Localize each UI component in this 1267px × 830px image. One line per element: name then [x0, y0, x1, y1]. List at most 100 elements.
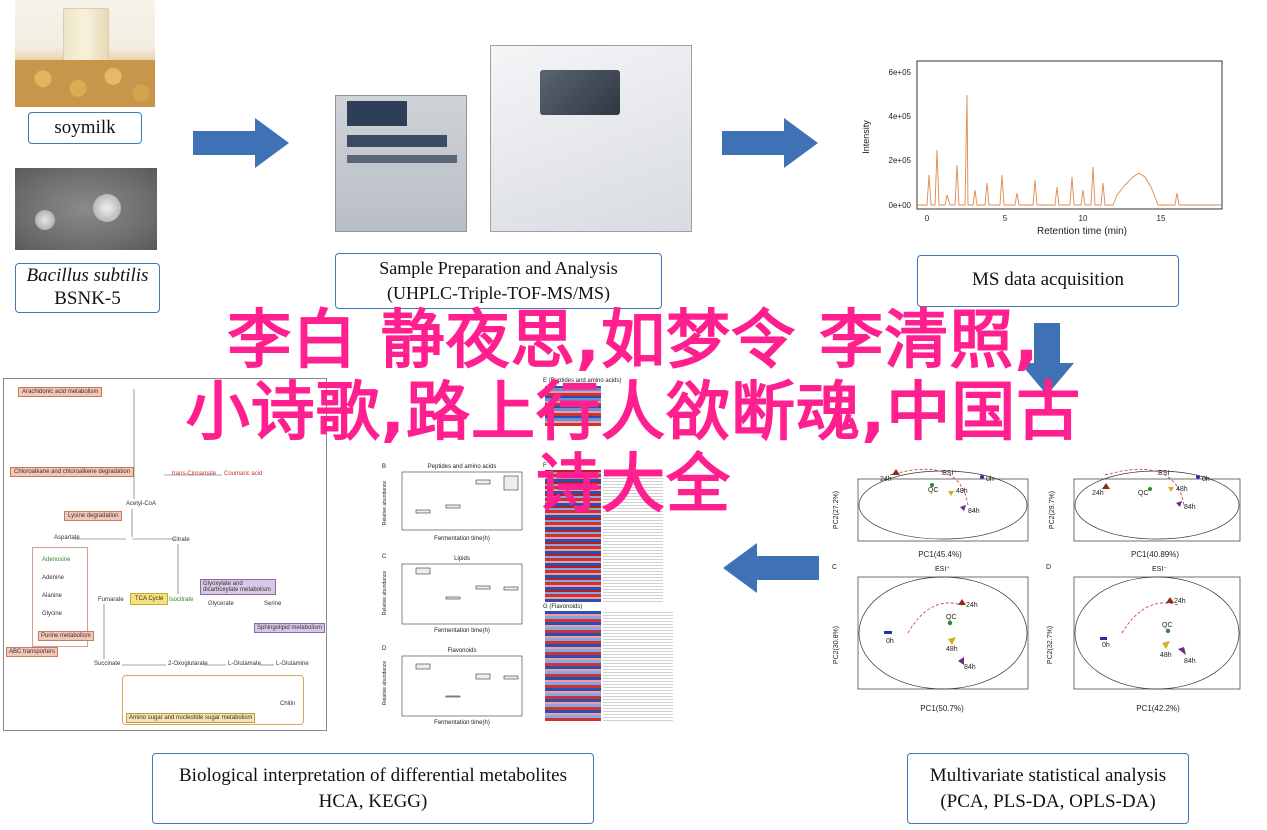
- sample-prep-line1: Sample Preparation and Analysis: [379, 258, 618, 278]
- multivariate-analysis-line2: (PCA, PLS-DA, OPLS-DA): [940, 791, 1156, 812]
- ms-xtick-2: 10: [1079, 214, 1088, 223]
- heatmap-g-title: G (Flavonoids): [543, 604, 583, 610]
- box-d4: [503, 675, 519, 680]
- ms-acquisition-box: MS data acquisition: [917, 255, 1179, 307]
- ms-ytick-0: 0e+00: [889, 201, 912, 210]
- pathway-cinnamate: trans-Cinnamate: [172, 471, 217, 477]
- pca-panels: ESI⁺ PC1(45.4%) PC2(27.2%) ESI⁻ PC1(40.8…: [832, 468, 1241, 713]
- arrow-right-2: [722, 118, 818, 168]
- pathway-aspartate: Aspartate: [54, 535, 80, 541]
- ms-window: [540, 70, 620, 115]
- pca-a-pt-24h: 24h: [880, 476, 892, 483]
- box-d3: [475, 673, 491, 680]
- box-b3: [475, 479, 491, 485]
- pathway-alanine: Alanine: [42, 593, 63, 599]
- boxplot-c-ylabel: Relative abundance: [382, 571, 388, 615]
- heatmap-f-labels: [603, 470, 663, 602]
- pca-b-pt-48h: 48h: [1176, 486, 1188, 493]
- pathway-lysine: Lysine degradation: [64, 511, 123, 521]
- pca-a-xlabel: PC1(45.4%): [918, 550, 962, 559]
- ms-xtick-0: 0: [925, 214, 930, 223]
- box-c4: [503, 586, 519, 591]
- pathway-serine: Serine: [264, 601, 282, 607]
- pca-a-pt-qc: QC: [928, 487, 939, 494]
- box-b4: [503, 475, 519, 491]
- pca-a-pt-48h: 48h: [956, 488, 968, 495]
- heatmap-e-title: E (Peptides and amino acids): [543, 378, 622, 384]
- pca-c-pt-0h: 0h: [886, 638, 894, 645]
- pca-c-pt-24h: 24h: [966, 602, 978, 609]
- boxplot-b-letter: B: [382, 464, 386, 470]
- multivariate-analysis-line1: Multivariate statistical analysis: [929, 765, 1167, 786]
- heatmap-f-letter: F: [543, 463, 547, 469]
- pca-b-ylabel: PC2(29.7%): [1049, 491, 1056, 529]
- pca-b-title: ESI⁻: [1158, 470, 1173, 477]
- pathway-oxoglutarate: 2-Oxoglutarate: [168, 661, 208, 667]
- pathway-map: Arachidonic acid metabolism Chloroalkane…: [3, 378, 327, 731]
- pathway-isocitrate: Isocitrate: [169, 597, 194, 603]
- pca-a-ylabel: PC2(27.2%): [833, 491, 840, 529]
- sample-prep-line2: (UHPLC-Triple-TOF-MS/MS): [386, 283, 611, 303]
- box-d1: [415, 663, 431, 670]
- pca-b-pt-84h: 84h: [1184, 504, 1196, 511]
- pca-d-pt-qc: QC: [1162, 622, 1173, 629]
- pca-c-xlabel: PC1(50.7%): [920, 704, 964, 713]
- soybeans-shape: [15, 60, 155, 107]
- pca-a-pt-84h: 84h: [968, 508, 980, 515]
- ms-ytick-1: 2e+05: [889, 156, 912, 165]
- pca-c-letter: C: [832, 564, 837, 571]
- ms-ytick-2: 4e+05: [889, 112, 912, 121]
- box-c3: [475, 585, 491, 590]
- pathway-glutamine: L-Glutamine: [276, 661, 309, 667]
- pathway-chloroalkane: Chloroalkane and chloroalkene degradatio…: [10, 467, 135, 477]
- biological-interpretation-line2: HCA, KEGG): [318, 791, 428, 812]
- pathway-adenine: Adenine: [42, 575, 65, 581]
- ms-ylabel: Intensity: [861, 120, 871, 154]
- pca-d-pt-0h: 0h: [1102, 642, 1110, 649]
- pca-d-letter: D: [1046, 564, 1051, 571]
- box-b1: [415, 509, 431, 514]
- colony-2: [93, 194, 121, 222]
- pathway-abc: ABC transporters: [6, 647, 59, 657]
- pca-c-pt-48h: 48h: [946, 646, 958, 653]
- pathway-glycine: Glycine: [42, 611, 63, 617]
- heatmap-g: [545, 611, 601, 721]
- ms-ytick-3: 6e+05: [889, 68, 912, 77]
- pathway-chitin: Chitin: [280, 701, 296, 707]
- pca-c-title: ESI⁺: [935, 566, 950, 573]
- multivariate-analysis-box: Multivariate statistical analysis (PCA, …: [907, 753, 1189, 824]
- heatmap-g-labels: [603, 611, 673, 721]
- pca-d-pt-24h: 24h: [1174, 598, 1186, 605]
- boxplot-d-letter: D: [382, 646, 387, 652]
- pca-c-ylabel: PC2(30.8%): [833, 626, 840, 664]
- ms-xlabel: Retention time (min): [1037, 226, 1127, 237]
- hplc-panel-2: [347, 135, 447, 147]
- box-b2: [445, 504, 461, 509]
- boxplot-b-title: Peptides and amino acids: [428, 464, 497, 470]
- uhplc-instrument-picture: [325, 35, 700, 235]
- pathway-amino-sugar: Amino sugar and nucleotide sugar metabol…: [126, 713, 256, 723]
- pca-b-pt-24h: 24h: [1092, 490, 1104, 497]
- pca-b-xlabel: PC1(40.89%): [1131, 550, 1179, 559]
- boxplot-c-xlabel: Fermentation time(h): [434, 628, 490, 634]
- arrow-right-1: [193, 118, 289, 168]
- pca-b-pt-0h: 0h: [1202, 476, 1210, 483]
- pathway-glutamate: L-Glutamate: [228, 661, 262, 667]
- sample-prep-box: Sample Preparation and Analysis (UHPLC-T…: [335, 253, 662, 309]
- pca-c-pt-84h: 84h: [964, 664, 976, 671]
- colony-1: [35, 210, 55, 230]
- pathway-succinate: Succinate: [94, 661, 121, 667]
- glass-shape: [63, 8, 109, 70]
- box-c1: [415, 567, 431, 575]
- box-c2: [445, 596, 461, 600]
- pathway-title: Arachidonic acid metabolism: [18, 387, 103, 397]
- ms-xtick-1: 5: [1003, 214, 1008, 223]
- ms-xtick-3: 15: [1157, 214, 1166, 223]
- overlay-line3: 诗大全: [536, 448, 731, 522]
- boxplot-b-ylabel: Relative abundance: [382, 481, 388, 525]
- boxplot-d-xlabel: Fermentation time(h): [434, 720, 490, 726]
- hplc-panel-3: [347, 155, 457, 163]
- boxplots-panel: B Peptides and amino acids C Lipids D Fl…: [382, 464, 523, 726]
- boxplot-d-ylabel: Relative abundance: [382, 661, 388, 705]
- box-d2: [445, 695, 461, 698]
